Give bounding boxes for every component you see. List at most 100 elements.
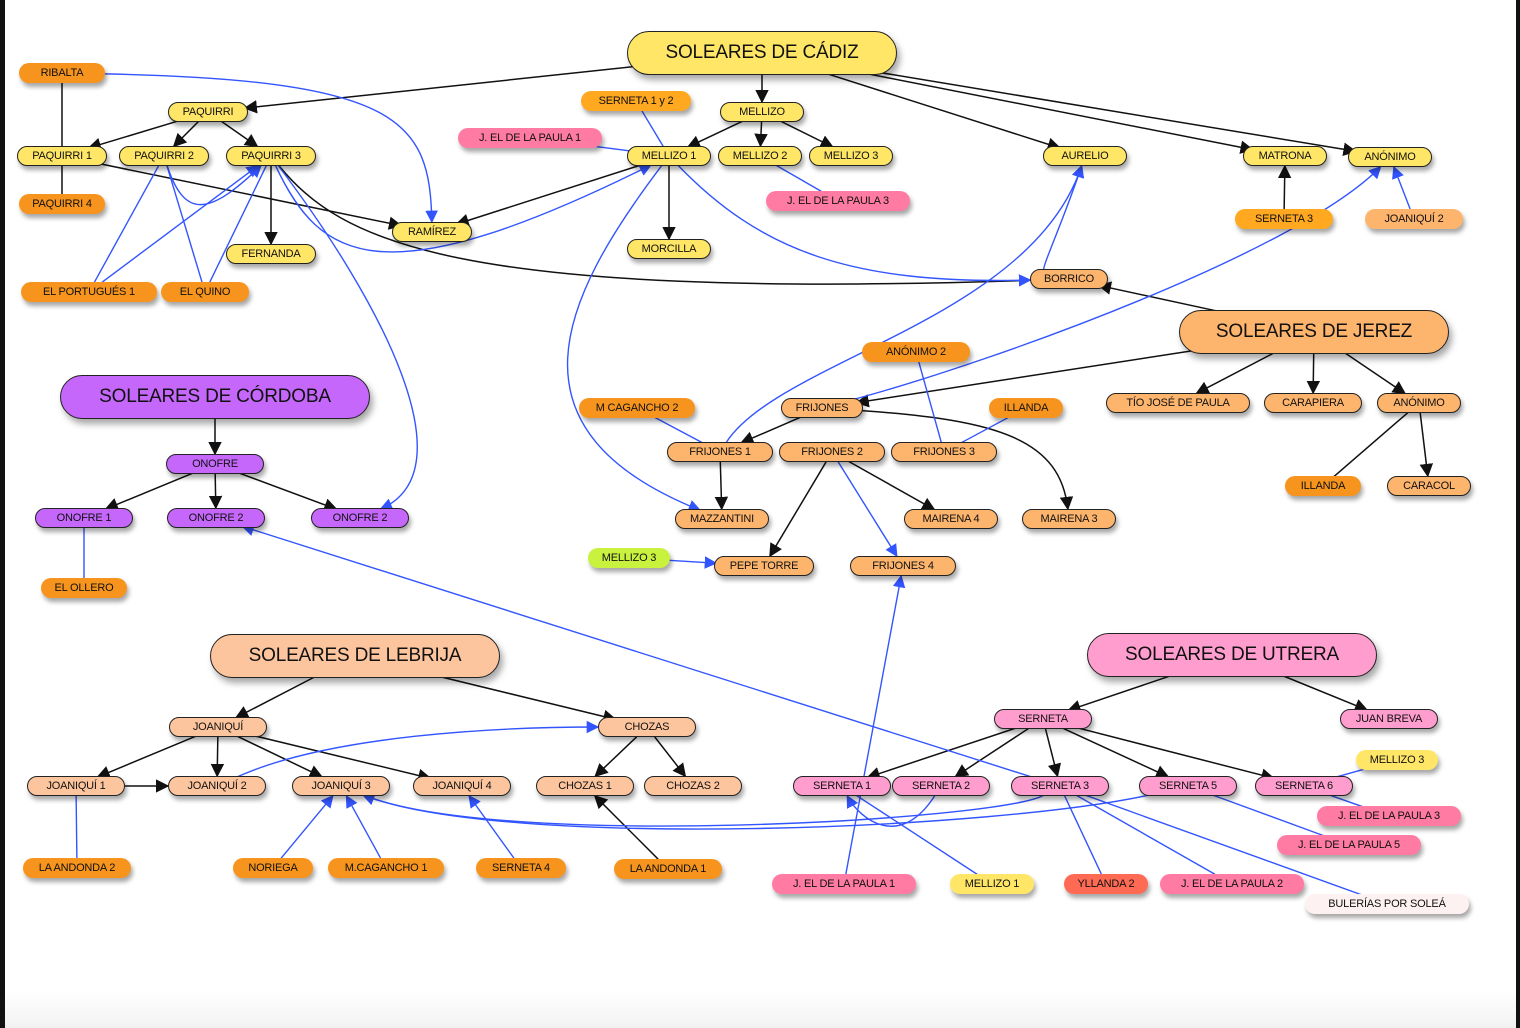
group-title-node-utrera[interactable]: SOLEARES DE UTRERA <box>1087 633 1377 677</box>
node-mellizo1[interactable]: MELLIZO 1 <box>627 146 711 166</box>
node-frijones[interactable]: FRIJONES <box>781 398 863 418</box>
group-title-node-jerez[interactable]: SOLEARES DE JEREZ <box>1179 310 1449 354</box>
edge-quino-to-paquirri3 <box>209 165 267 283</box>
node-mellizo1y[interactable]: MELLIZO 1 <box>950 874 1034 894</box>
node-serneta5[interactable]: SERNETA 5 <box>1139 776 1237 796</box>
node-serneta[interactable]: SERNETA <box>994 709 1092 729</box>
edge-anonimoj-to-illandaj <box>1333 412 1409 478</box>
node-joaniqui4[interactable]: JOANIQUÍ 4 <box>413 776 511 796</box>
edge-joaniqui2-to-chozas <box>236 720 600 778</box>
node-anonimoj[interactable]: ANÓNIMO <box>1377 393 1461 413</box>
node-chozas[interactable]: CHOZAS <box>598 717 696 737</box>
node-caracol[interactable]: CARACOL <box>1387 476 1471 496</box>
node-andonda2[interactable]: LA ANDONDA 2 <box>23 858 131 878</box>
node-label: MAIRENA 3 <box>1040 513 1098 525</box>
edge-joaniqui1-to-andonda2 <box>75 795 78 859</box>
node-andonda1[interactable]: LA ANDONDA 1 <box>614 859 722 879</box>
node-chozas2[interactable]: CHOZAS 2 <box>644 776 742 796</box>
edge-ribalta-to-ramirez <box>104 73 438 224</box>
node-onofre[interactable]: ONOFRE <box>166 454 264 474</box>
edge-anonimoj-to-caracol <box>1419 412 1434 478</box>
node-ollero[interactable]: EL OLLERO <box>41 578 127 598</box>
edge-serneta3-to-yllanda2 <box>1064 795 1102 875</box>
node-jpaula2[interactable]: J. EL DE LA PAULA 2 <box>1160 874 1304 894</box>
node-tiojose[interactable]: TÍO JOSÉ DE PAULA <box>1106 393 1250 413</box>
node-serneta3[interactable]: SERNETA 3 <box>1011 776 1109 796</box>
node-paquirri[interactable]: PAQUIRRI <box>168 102 248 122</box>
node-mairena4[interactable]: MAIRENA 4 <box>904 509 998 529</box>
group-title-node-lebrija[interactable]: SOLEARES DE LEBRIJA <box>210 634 500 678</box>
node-frijones2[interactable]: FRIJONES 2 <box>779 442 885 462</box>
node-jpaula3b[interactable]: J. EL DE LA PAULA 3 <box>1317 806 1461 826</box>
node-mcagancho1[interactable]: M.CAGANCHO 1 <box>328 858 444 878</box>
edge-jerez-to-anonimoj <box>1345 352 1407 395</box>
node-illandaj[interactable]: ILLANDA <box>1285 476 1361 496</box>
node-pepetorre[interactable]: PEPE TORRE <box>714 556 814 576</box>
node-juanbreva[interactable]: JUAN BREVA <box>1340 709 1438 729</box>
node-ribalta[interactable]: RIBALTA <box>19 63 105 83</box>
node-ramirez[interactable]: RAMÍREZ <box>392 222 472 242</box>
node-frijones3[interactable]: FRIJONES 3 <box>891 442 997 462</box>
node-paquirri4[interactable]: PAQUIRRI 4 <box>19 194 105 214</box>
node-portugues1[interactable]: EL PORTUGUÉS 1 <box>21 282 157 302</box>
node-paquirri1[interactable]: PAQUIRRI 1 <box>17 146 107 166</box>
node-mellizo2[interactable]: MELLIZO 2 <box>718 146 802 166</box>
node-frijones4[interactable]: FRIJONES 4 <box>850 556 956 576</box>
node-aurelio[interactable]: AURELIO <box>1043 146 1127 166</box>
node-bulerias[interactable]: BULERÍAS POR SOLEÁ <box>1305 894 1469 914</box>
node-anonimo2[interactable]: ANÓNIMO 2 <box>862 342 970 362</box>
node-mellizo[interactable]: MELLIZO <box>720 102 804 122</box>
node-serneta12[interactable]: SERNETA 1 y 2 <box>581 91 691 111</box>
node-joaniqui[interactable]: JOANIQUÍ <box>169 717 267 737</box>
node-mellizo3y[interactable]: MELLIZO 3 <box>1356 750 1438 770</box>
node-serneta2[interactable]: SERNETA 2 <box>892 776 990 796</box>
node-jpaula1b[interactable]: J. EL DE LA PAULA 1 <box>772 874 916 894</box>
node-paquirri2[interactable]: PAQUIRRI 2 <box>119 146 209 166</box>
edge-frijones2-to-pepetorre <box>769 461 827 558</box>
node-carapiera[interactable]: CARAPIERA <box>1264 393 1362 413</box>
node-onofre1[interactable]: ONOFRE 1 <box>35 508 133 528</box>
node-jpaula1a[interactable]: J. EL DE LA PAULA 1 <box>458 128 602 148</box>
node-illanda[interactable]: ILLANDA <box>989 398 1063 418</box>
group-title-node-cordoba[interactable]: SOLEARES DE CÓRDOBA <box>60 375 370 419</box>
node-mellizo3g[interactable]: MELLIZO 3 <box>588 548 670 568</box>
node-label: SOLEARES DE LEBRIJA <box>248 645 462 666</box>
edge-paquirri-to-paquirri2 <box>172 121 199 148</box>
node-noriega[interactable]: NORIEGA <box>233 858 313 878</box>
node-mellizo3[interactable]: MELLIZO 3 <box>809 146 893 166</box>
node-borrico[interactable]: BORRICO <box>1030 269 1108 289</box>
node-frijones1[interactable]: FRIJONES 1 <box>667 442 773 462</box>
node-paquirri3[interactable]: PAQUIRRI 3 <box>226 146 316 166</box>
node-fernanda[interactable]: FERNANDA <box>226 244 316 264</box>
node-label: RIBALTA <box>40 67 84 79</box>
edge-paquirri3-to-onofre2b <box>277 165 418 511</box>
node-jpaula5[interactable]: J. EL DE LA PAULA 5 <box>1277 835 1421 855</box>
node-morcilla[interactable]: MORCILLA <box>627 239 711 259</box>
node-jpaula3a[interactable]: J. EL DE LA PAULA 3 <box>766 191 910 211</box>
node-label: LA ANDONDA 1 <box>629 863 707 875</box>
node-onofre2b[interactable]: ONOFRE 2 <box>311 508 409 528</box>
node-joaniqui3[interactable]: JOANIQUÍ 3 <box>292 776 390 796</box>
node-mcagancho2[interactable]: M CAGANCHO 2 <box>579 398 695 418</box>
node-quino[interactable]: EL QUINO <box>161 282 249 302</box>
node-anonimo[interactable]: ANÓNIMO <box>1348 147 1432 167</box>
node-mairena3[interactable]: MAIRENA 3 <box>1022 509 1116 529</box>
node-joaniqui2a[interactable]: JOANIQUÍ 2 <box>1365 209 1463 229</box>
node-joaniqui1[interactable]: JOANIQUÍ 1 <box>27 776 125 796</box>
edge-jerez-to-carapiera <box>1306 353 1321 395</box>
node-mazzantini[interactable]: MAZZANTINI <box>675 509 769 529</box>
node-chozas1[interactable]: CHOZAS 1 <box>536 776 634 796</box>
group-title-node-cadiz[interactable]: SOLEARES DE CÁDIZ <box>627 31 897 75</box>
node-label: JOANIQUÍ <box>192 721 244 733</box>
node-joaniqui2[interactable]: JOANIQUÍ 2 <box>168 776 266 796</box>
node-serneta1[interactable]: SERNETA 1 <box>793 776 891 796</box>
edge-serneta3a-to-matrona <box>1277 164 1292 210</box>
node-yllanda2[interactable]: YLLANDA 2 <box>1064 874 1148 894</box>
node-serneta6[interactable]: SERNETA 6 <box>1255 776 1353 796</box>
node-serneta3a[interactable]: SERNETA 3 <box>1235 209 1333 229</box>
node-onofre2a[interactable]: ONOFRE 2 <box>167 508 265 528</box>
node-serneta4[interactable]: SERNETA 4 <box>476 858 566 878</box>
edge-serneta-to-serneta3 <box>1044 728 1062 778</box>
node-matrona[interactable]: MATRONA <box>1243 146 1327 166</box>
